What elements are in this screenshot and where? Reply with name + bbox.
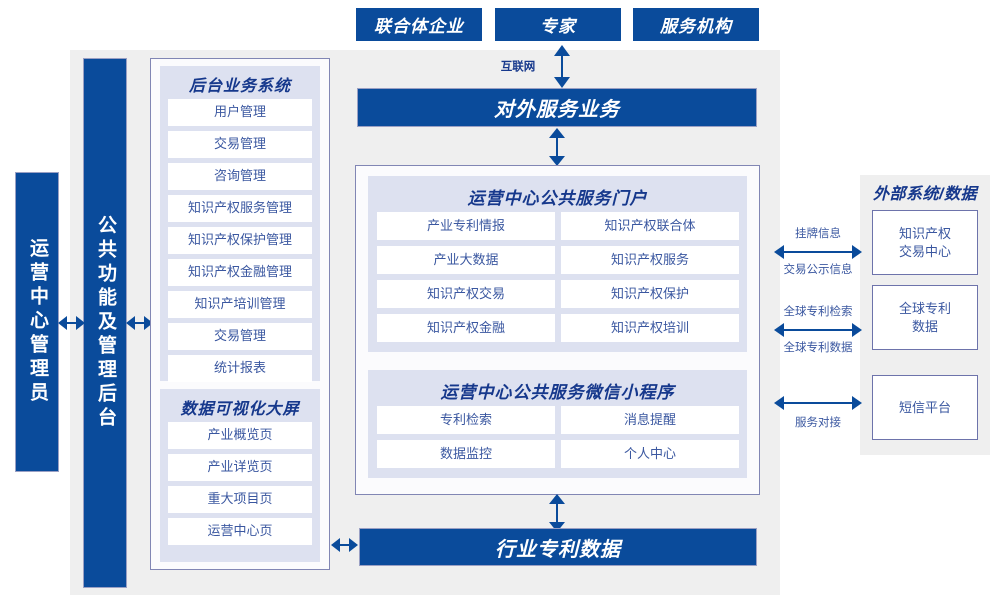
portal-item-6[interactable]: 知识产权金融 xyxy=(377,314,555,342)
backend-item-2[interactable]: 咨询管理 xyxy=(168,163,312,190)
dataviz-title: 数据可视化大屏 xyxy=(180,401,300,418)
panel-to-bottom-arrow-icon xyxy=(549,494,565,532)
portal-item-3[interactable]: 知识产权服务 xyxy=(561,246,739,274)
common-backend-panel-arrow-icon xyxy=(126,316,153,330)
backend-item-5[interactable]: 知识产权金融管理 xyxy=(168,259,312,286)
right-connector-1-top-label: 全球专利检索 xyxy=(783,306,853,318)
external-service-bar: 对外服务业务 xyxy=(357,88,757,127)
miniprogram-item-3[interactable]: 个人中心 xyxy=(561,440,739,468)
dataviz-item-2[interactable]: 重大项目页 xyxy=(168,486,312,513)
common-backend-label: 公共功能及管理后台 xyxy=(94,215,116,431)
external-item-2[interactable]: 短信平台 xyxy=(872,375,978,440)
bottom-bar: 行业专利数据 xyxy=(359,528,757,566)
portal-item-0[interactable]: 产业专利情报 xyxy=(377,212,555,240)
right-connector-0-top-label: 挂牌信息 xyxy=(795,228,841,240)
portal-item-5[interactable]: 知识产权保护 xyxy=(561,280,739,308)
right-connector-1-arrow-icon xyxy=(774,323,862,337)
miniprogram-item-1[interactable]: 消息提醒 xyxy=(561,406,739,434)
right-connector-2-bottom-label: 服务对接 xyxy=(795,417,841,429)
dataviz-item-3[interactable]: 运营中心页 xyxy=(168,518,312,545)
portal-title: 运营中心公共服务门户 xyxy=(467,189,648,208)
admin-common-arrow-icon xyxy=(58,316,85,330)
internet-label: 互联网 xyxy=(500,61,536,73)
right-connector-0-bottom-label: 交易公示信息 xyxy=(783,264,853,276)
backend-item-6[interactable]: 知识产培训管理 xyxy=(168,291,312,318)
external-title: 外部系统/数据 xyxy=(873,186,977,203)
miniprogram-item-2[interactable]: 数据监控 xyxy=(377,440,555,468)
right-connector-2-arrow-icon xyxy=(774,396,862,410)
left-panel-to-bottom-arrow-icon xyxy=(331,538,358,552)
backend-item-1[interactable]: 交易管理 xyxy=(168,131,312,158)
external-item-1[interactable]: 全球专利 数据 xyxy=(872,285,978,350)
miniprogram-item-0[interactable]: 专利检索 xyxy=(377,406,555,434)
backend-item-8[interactable]: 统计报表 xyxy=(168,355,312,382)
right-connector-1-bottom-label: 全球专利数据 xyxy=(783,342,853,354)
external-item-0[interactable]: 知识产权 交易中心 xyxy=(872,210,978,275)
portal-item-1[interactable]: 知识产权联合体 xyxy=(561,212,739,240)
miniprogram-title: 运营中心公共服务微信小程序 xyxy=(440,383,675,402)
internet-arrow-icon xyxy=(554,45,570,88)
top-actor-2: 服务机构 xyxy=(633,8,759,41)
top-actor-1: 专家 xyxy=(495,8,621,41)
backend-item-7[interactable]: 交易管理 xyxy=(168,323,312,350)
portal-item-2[interactable]: 产业大数据 xyxy=(377,246,555,274)
right-connector-0-arrow-icon xyxy=(774,245,862,259)
backend-item-0[interactable]: 用户管理 xyxy=(168,99,312,126)
portal-item-7[interactable]: 知识产权培训 xyxy=(561,314,739,342)
common-backend-bar: 公共功能及管理后台 xyxy=(83,58,127,588)
service-to-panel-arrow-icon xyxy=(549,128,565,166)
portal-item-4[interactable]: 知识产权交易 xyxy=(377,280,555,308)
admin-role-bar: 运营中心管理员 xyxy=(15,172,59,472)
dataviz-item-1[interactable]: 产业详览页 xyxy=(168,454,312,481)
admin-role-label: 运营中心管理员 xyxy=(26,238,48,406)
backend-title: 后台业务系统 xyxy=(188,78,291,95)
backend-item-4[interactable]: 知识产权保护管理 xyxy=(168,227,312,254)
backend-item-3[interactable]: 知识产权服务管理 xyxy=(168,195,312,222)
top-actor-0: 联合体企业 xyxy=(356,8,482,41)
dataviz-item-0[interactable]: 产业概览页 xyxy=(168,422,312,449)
